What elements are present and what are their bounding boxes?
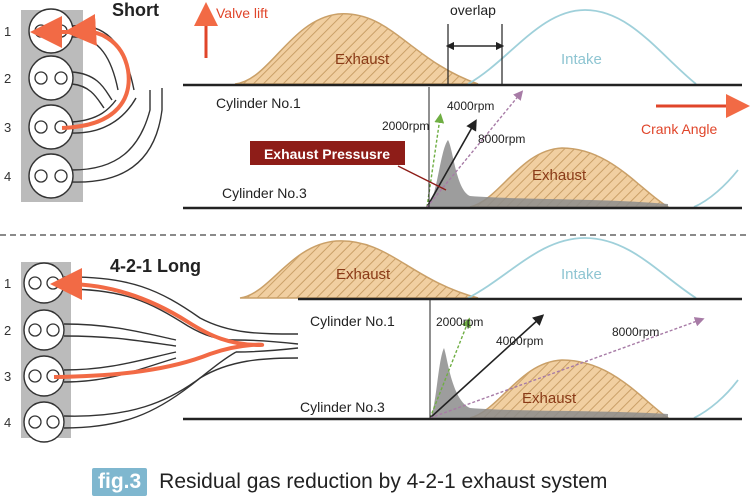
exhaust-label-cyl3-bottom: Exhaust	[522, 390, 577, 407]
overlap-label: overlap	[450, 2, 496, 18]
cyl-number-1-bottom: 1	[4, 276, 11, 291]
exhaust-curve-cyl1-top	[234, 13, 479, 85]
rpm-4000-label-bottom: 4000rpm	[496, 334, 543, 348]
long-title: 4-2-1 Long	[110, 256, 201, 276]
rpm-4000-label-top: 4000rpm	[447, 99, 494, 113]
flow-arrow-short	[61, 14, 131, 130]
short-title: Short	[112, 0, 159, 20]
exhaust-curve-cyl1-bottom	[239, 240, 479, 299]
figure-caption-text: Residual gas reduction by 4-2-1 exhaust …	[159, 470, 608, 493]
exhaust-pressure-tag	[250, 141, 405, 165]
exhaust-pressure-pointer	[397, 165, 447, 191]
intake-label-top: Intake	[561, 51, 602, 68]
crank-angle-label: Crank Angle	[641, 121, 717, 137]
intake-label-bottom: Intake	[561, 266, 602, 283]
figure-tag: fig.3	[92, 468, 148, 496]
cyl-number-3-bottom: 3	[4, 369, 11, 384]
rpm-4000-arrow-top	[426, 119, 477, 208]
rpm-8000-arrow-top	[426, 90, 524, 208]
cyl-number-3-top: 3	[4, 120, 11, 135]
cylinder3-label-top: Cylinder No.3	[222, 185, 307, 201]
intake-tail-bottom	[693, 379, 739, 419]
rpm-2000-label-top: 2000rpm	[382, 119, 429, 133]
cyl-number-2-bottom: 2	[4, 323, 11, 338]
cyl-number-4-bottom: 4	[4, 415, 11, 430]
intake-tail-top	[693, 169, 739, 208]
rpm-4000-arrow-bottom	[429, 314, 545, 419]
exhaust-curve-cyl3-bottom	[469, 359, 671, 419]
exhaust-label-cyl3-top: Exhaust	[532, 167, 587, 184]
rpm-2000-arrow-bottom	[429, 317, 471, 419]
cylinder3-label-bottom: Cylinder No.3	[300, 399, 385, 415]
residual-gas-cyl3-top	[427, 140, 668, 207]
intake-curve-top	[467, 9, 697, 85]
figure-caption: fig.3 Residual gas reduction by 4-2-1 ex…	[92, 466, 732, 498]
exhaust-pressure-label: Exhaust Pressusre	[264, 146, 390, 162]
valve-lift-label: Valve lift	[216, 5, 268, 21]
flow-arrow-long	[50, 268, 265, 379]
exhaust-label-cyl1-top: Exhaust	[335, 51, 390, 68]
cyl-number-2-top: 2	[4, 71, 11, 86]
cylinder1-label-bottom: Cylinder No.1	[310, 313, 395, 329]
cyl-number-1-top: 1	[4, 24, 11, 39]
intake-curve-bottom	[467, 237, 697, 299]
rpm-8000-arrow-bottom	[429, 317, 705, 419]
exhaust-curve-cyl3-top	[469, 147, 671, 208]
cyl-number-4-top: 4	[4, 169, 11, 184]
exhaust-manifold-long	[63, 276, 299, 429]
cylinder1-label-top: Cylinder No.1	[216, 95, 301, 111]
rpm-8000-label-bottom: 8000rpm	[612, 325, 659, 339]
rpm-2000-label-bottom: 2000rpm	[436, 315, 483, 329]
engine-block-bottom	[21, 262, 71, 443]
exhaust-label-cyl1-bottom: Exhaust	[336, 266, 391, 283]
rpm-8000-label-top: 8000rpm	[478, 132, 525, 146]
residual-gas-cyl3-bottom	[430, 348, 668, 418]
engine-block-top	[21, 8, 83, 202]
